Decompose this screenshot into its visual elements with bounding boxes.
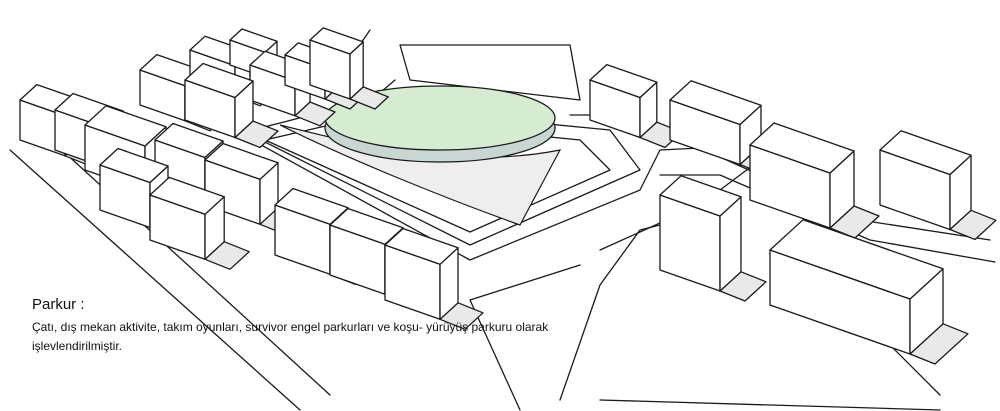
- building-blocks: [19, 27, 997, 365]
- building-20: [749, 122, 880, 239]
- building-23: [769, 219, 969, 365]
- building-top-face: [669, 80, 762, 126]
- building-17: [384, 227, 484, 330]
- building-top-face: [879, 130, 972, 176]
- building-top-face: [154, 122, 224, 159]
- road-edge: [39, 129, 331, 396]
- building-22: [659, 175, 767, 302]
- building-top-face: [184, 62, 254, 99]
- caption: Parkur : Çatı, dış mekan aktivite, takım…: [32, 296, 562, 356]
- building-18: [589, 63, 683, 149]
- building-14: [149, 176, 250, 270]
- building-top-face: [229, 28, 278, 53]
- building-top-face: [659, 175, 742, 217]
- building-top-face: [589, 63, 658, 99]
- road-edge: [9, 149, 301, 411]
- building-top-face: [384, 227, 459, 265]
- building-top-face: [309, 27, 364, 55]
- building-top-face: [749, 122, 855, 174]
- building-top-face: [84, 105, 167, 147]
- building-7: [309, 27, 389, 110]
- road-edge: [224, 124, 661, 261]
- caption-title: Parkur :: [32, 296, 85, 313]
- building-top-face: [274, 187, 349, 225]
- road-edge: [599, 399, 941, 411]
- building-21: [879, 130, 997, 241]
- building-top-face: [329, 207, 404, 245]
- building-top-face: [149, 176, 225, 215]
- building-top-face: [204, 142, 279, 180]
- building-top-face: [99, 147, 169, 184]
- caption-description: Çatı, dış mekan aktivite, takım oyunları…: [32, 320, 549, 353]
- road-edge: [469, 264, 581, 411]
- building-6: [184, 62, 279, 149]
- road-edge: [399, 44, 581, 101]
- building-top-face: [769, 219, 944, 300]
